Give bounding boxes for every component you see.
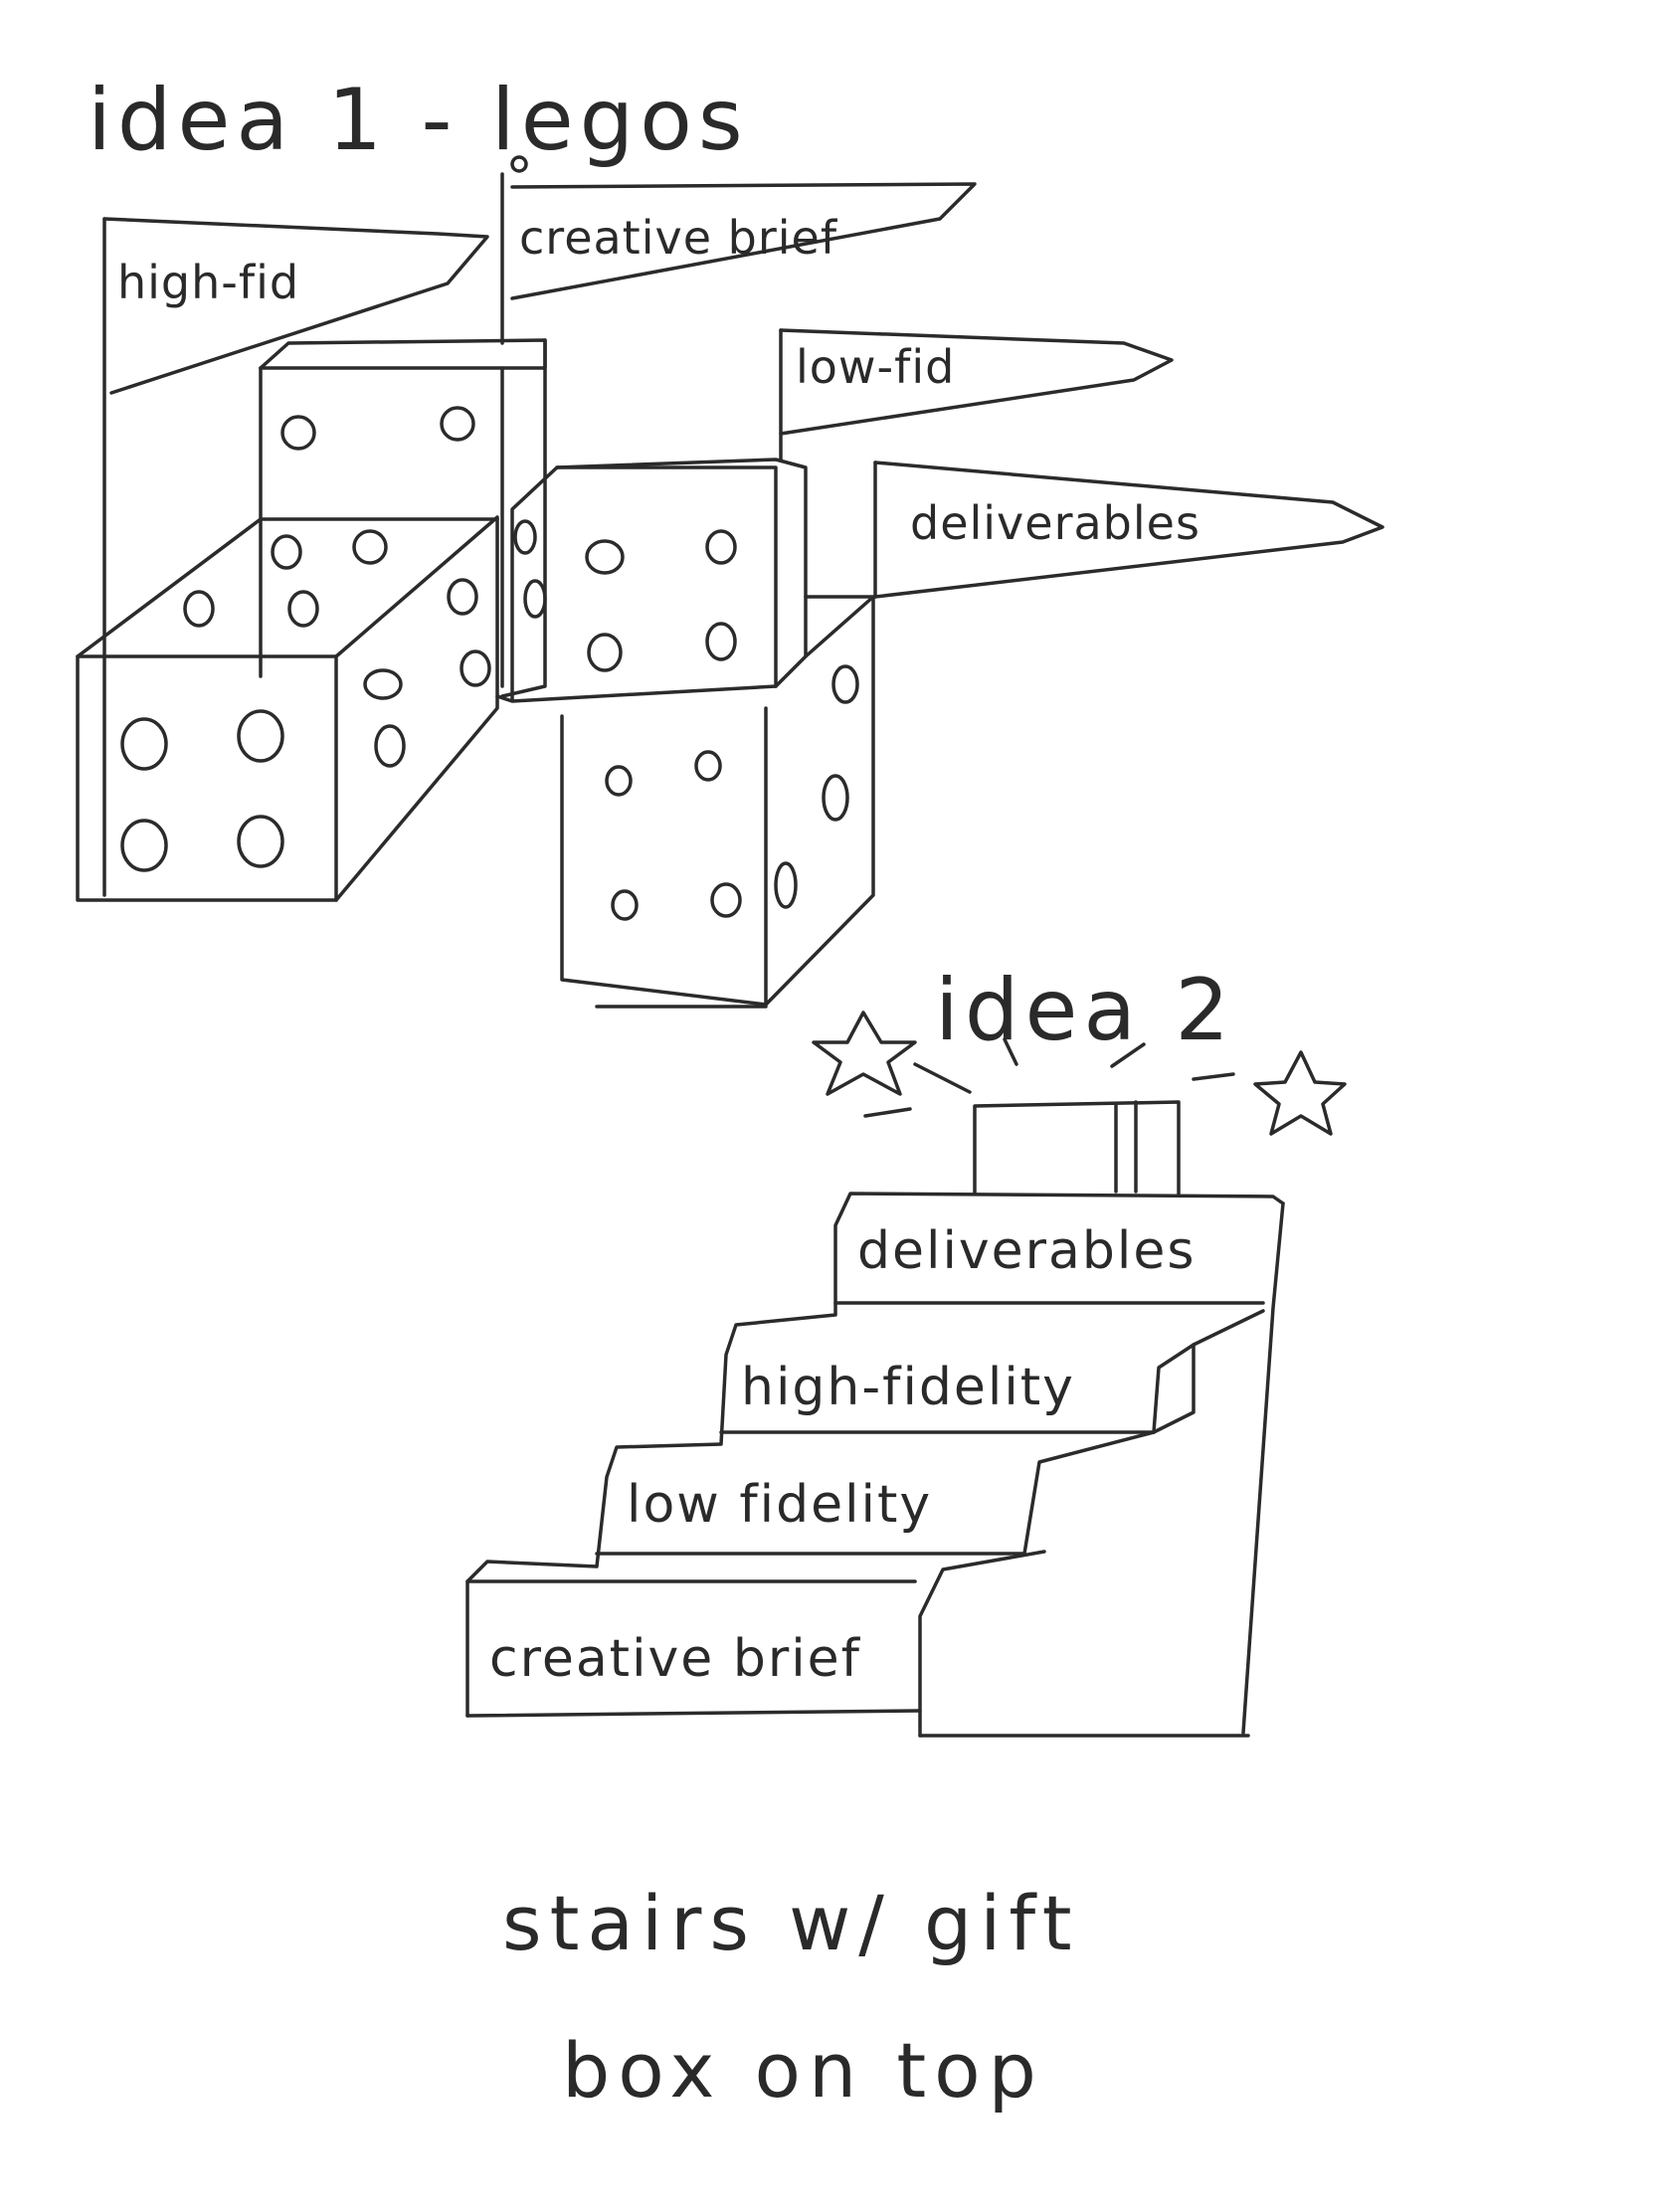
step-low-fidelity-label: low fidelity — [627, 1475, 932, 1535]
sparkle-lines — [863, 1037, 1235, 1118]
caption-line-2: box on top — [562, 2026, 1044, 2115]
stairs — [465, 1192, 1285, 1738]
flag-low-fid-label: low-fid — [796, 340, 955, 394]
star-left-icon — [812, 1011, 917, 1096]
lego-brick-bottom-left — [76, 515, 499, 902]
lego-brick-bottom-right — [560, 595, 875, 1009]
flag-low-fid: low-fid — [779, 328, 1174, 461]
flag-deliverables-label: deliverables — [910, 496, 1200, 550]
step-high-fidelity-label: high-fidelity — [741, 1358, 1075, 1417]
flag-high-fid-label: high-fid — [117, 256, 299, 309]
flag-deliverables: deliverables — [804, 461, 1384, 599]
lego-brick-middle-right — [495, 458, 808, 703]
step-deliverables-label: deliverables — [857, 1221, 1196, 1281]
flag-high-fid: high-fid — [102, 217, 489, 897]
flag-creative-brief-label: creative brief — [519, 211, 838, 265]
flag-creative-brief: creative brief — [500, 155, 977, 345]
step-creative-brief-label: creative brief — [489, 1629, 861, 1689]
idea2-title: idea 2 — [935, 961, 1235, 1060]
lego-brick-top-left — [259, 338, 547, 698]
caption-line-1: stairs w/ gift — [502, 1879, 1080, 1967]
idea1-title: idea 1 - legos — [88, 71, 749, 170]
gift-box — [973, 1100, 1181, 1196]
star-right-icon — [1253, 1050, 1347, 1136]
